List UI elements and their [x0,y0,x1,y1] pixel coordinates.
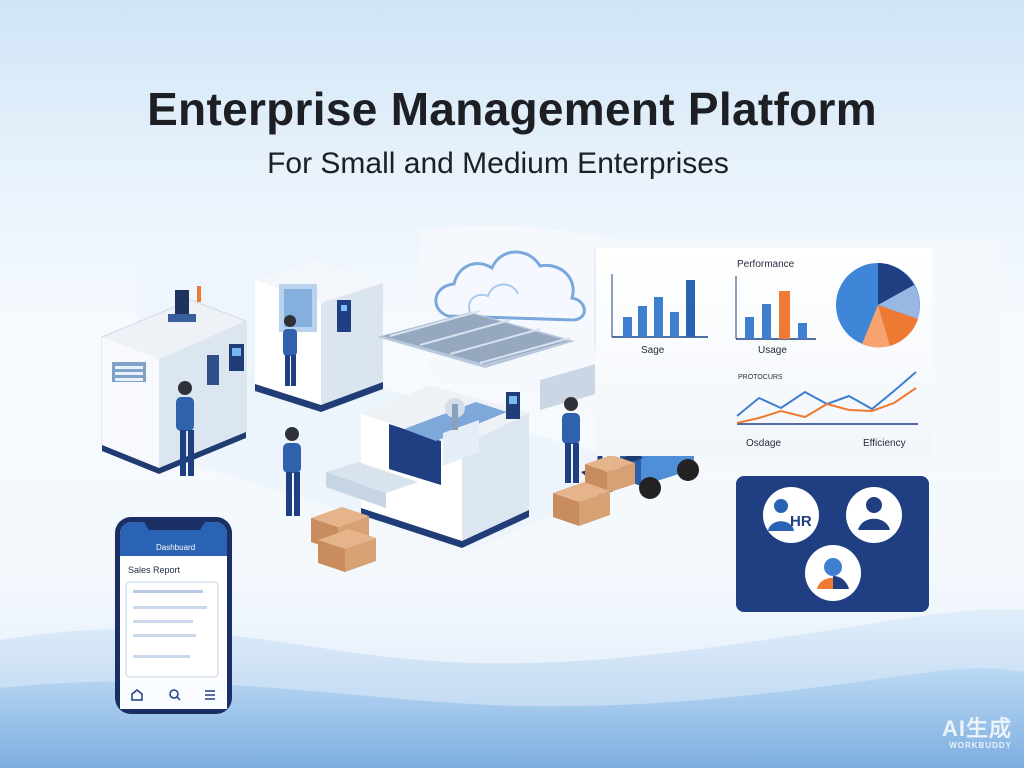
machine-center [361,385,529,548]
phone-mockup [115,517,232,714]
pie-chart [836,263,920,348]
watermark: AI生成 WORKBUDDY [942,718,1012,750]
machine-left [101,286,247,474]
worker-back [283,315,297,386]
conveyor-belt [377,310,603,410]
phone-header-title: Dashbuard [156,543,196,552]
phone-menu-icon [205,690,215,700]
user-avatar-icon [858,497,890,530]
team-avatar-icon [817,558,849,589]
line-chart-left-label: Osdage [746,438,782,449]
bar-chart-1 [611,274,708,338]
bar-chart-2 [735,276,816,340]
watermark-main: AI生成 [941,716,1012,741]
worker-center [283,427,301,516]
line-chart-title: PROTOCURS [738,374,783,381]
worker-left [176,381,194,476]
box-stack-left [311,507,376,572]
watermark-sub: WORKBUDDY [949,741,1012,750]
phone-search-icon [169,689,181,701]
box-stack-right [553,455,635,526]
chart-title-performance: Performance [737,259,795,270]
line-chart-right-label: Efficiency [863,438,906,449]
phone-home-icon [131,689,143,701]
page-subtitle: For Small and Medium Enterprises [267,147,729,180]
chart-label-usage: Usage [758,345,787,356]
chart-label-left: Sage [641,345,665,356]
machine-center-back [255,260,383,412]
worker-right [562,397,580,483]
conveyor-left [326,462,418,508]
wave-front [0,668,1024,768]
line-chart [736,371,918,425]
hr-avatar-icon [768,499,794,531]
people-panel [736,476,929,612]
hr-label: HR [790,513,812,530]
cloud-icon [434,250,586,322]
phone-section-title: Sales Report [128,565,181,575]
page-title: Enterprise Management Platform [147,83,877,135]
